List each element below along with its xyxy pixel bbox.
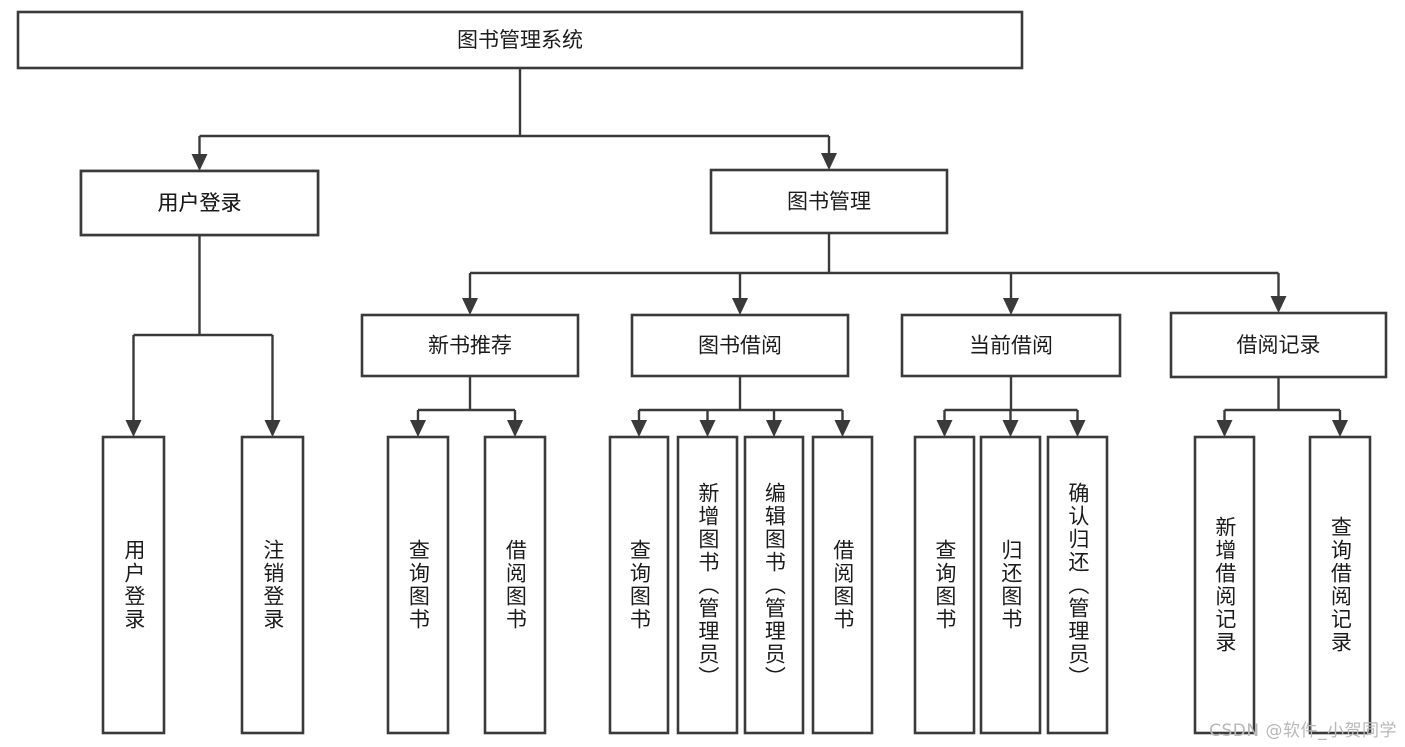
node-current-borrow[interactable]: [900, 313, 1122, 378]
node-box[interactable]: [900, 313, 1122, 378]
node-edit-book-admin[interactable]: [743, 435, 805, 735]
node-box[interactable]: [1193, 435, 1256, 735]
connector-arrowhead: [462, 298, 478, 315]
node-box[interactable]: [608, 435, 670, 735]
connector-arrowhead: [936, 420, 953, 437]
node-box[interactable]: [1046, 435, 1109, 735]
node-label: 新书推荐: [428, 334, 512, 358]
node-box[interactable]: [979, 435, 1042, 735]
connector-arrowhead: [1332, 420, 1348, 437]
node-label: 用户登录: [158, 191, 242, 215]
connector-arrowhead: [821, 153, 837, 170]
node-box[interactable]: [709, 168, 949, 235]
connector-arrowhead: [264, 420, 281, 437]
node-label: 用户登录: [158, 191, 242, 215]
node-add-book-admin[interactable]: [676, 435, 739, 735]
connector-arrowhead: [1002, 420, 1019, 437]
node-label: 图书管理: [787, 190, 871, 214]
node-query-book-2[interactable]: [608, 435, 670, 735]
connector-arrowhead: [1270, 296, 1287, 313]
connector-arrowhead: [699, 420, 716, 437]
node-box[interactable]: [1308, 435, 1372, 735]
node-label: 借阅记录: [1237, 333, 1321, 357]
node-query-book-1[interactable]: [386, 435, 450, 735]
boxes-layer: [16, 10, 1388, 735]
node-box[interactable]: [811, 435, 874, 735]
node-new-book-recommend[interactable]: [360, 313, 580, 378]
watermark: CSDN @软件_小贺同学: [1209, 721, 1397, 741]
node-box[interactable]: [483, 435, 547, 735]
connector-arrowhead: [1069, 420, 1086, 437]
node-box[interactable]: [913, 435, 976, 735]
node-user-login-do[interactable]: [101, 435, 166, 735]
node-label: 图书管理系统: [457, 28, 583, 52]
node-user-login[interactable]: [79, 169, 320, 237]
node-box[interactable]: [743, 435, 805, 735]
node-box[interactable]: [1169, 311, 1388, 379]
connector-arrowhead: [191, 154, 208, 171]
node-label: 图书借阅: [698, 334, 782, 358]
node-box[interactable]: [101, 435, 166, 735]
connector-arrowhead: [834, 420, 851, 437]
connector-arrowhead: [1003, 298, 1019, 315]
node-user-logout[interactable]: [240, 435, 305, 735]
node-box[interactable]: [79, 169, 320, 237]
node-add-borrow-record[interactable]: [1193, 435, 1256, 735]
node-box[interactable]: [676, 435, 739, 735]
node-label: 当前借阅: [969, 334, 1053, 358]
node-query-book-3[interactable]: [913, 435, 976, 735]
node-root[interactable]: [16, 10, 1024, 70]
node-borrow-book-1[interactable]: [483, 435, 547, 735]
connector-arrowhead: [732, 298, 748, 315]
connector-arrowhead: [1216, 420, 1233, 437]
node-box[interactable]: [630, 313, 850, 378]
node-box[interactable]: [240, 435, 305, 735]
node-borrow-records[interactable]: [1169, 311, 1388, 379]
node-book-management[interactable]: [709, 168, 949, 235]
node-confirm-return-admin[interactable]: [1046, 435, 1109, 735]
node-query-borrow-record[interactable]: [1308, 435, 1372, 735]
node-box[interactable]: [386, 435, 450, 735]
connector-arrowhead: [766, 420, 782, 437]
node-book-borrow[interactable]: [630, 313, 850, 378]
connector-arrowhead: [410, 420, 426, 437]
node-borrow-book-2[interactable]: [811, 435, 874, 735]
connector-arrowhead: [125, 420, 142, 437]
node-box[interactable]: [360, 313, 580, 378]
horizontal-labels-layer: 图书管理系统用户登录图书管理用户登录新书推荐图书借阅当前借阅借阅记录: [158, 28, 1321, 358]
node-box[interactable]: [16, 10, 1024, 70]
connector-arrowhead: [507, 420, 523, 437]
connector-arrowhead: [631, 420, 647, 437]
node-return-book[interactable]: [979, 435, 1042, 735]
connectors-layer: [125, 68, 1348, 437]
